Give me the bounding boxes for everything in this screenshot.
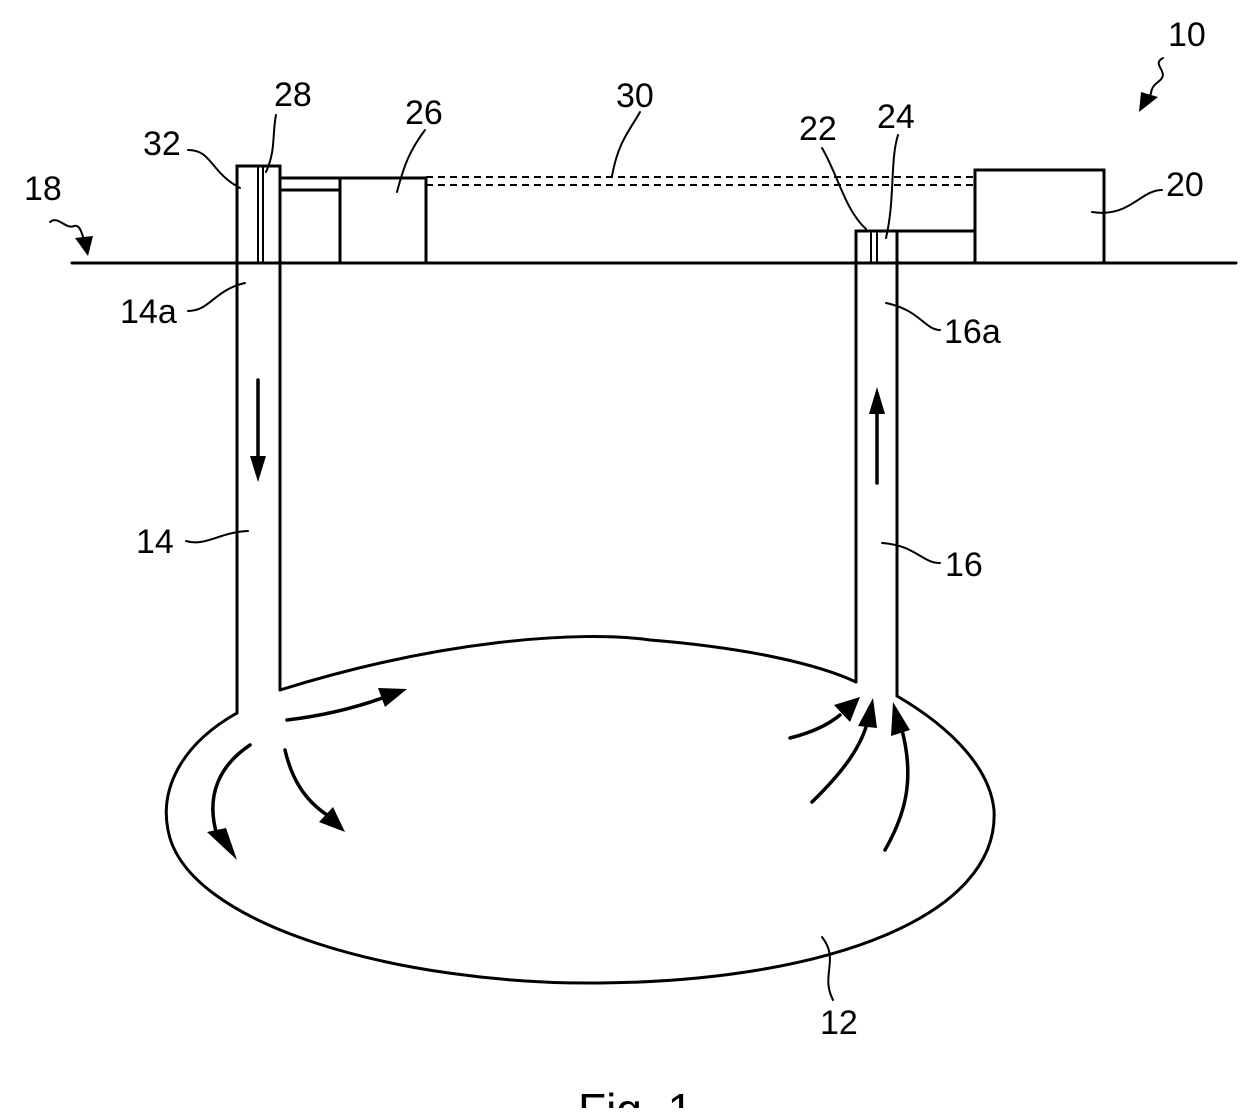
label-16: 16 [945, 546, 983, 584]
leader-12 [822, 937, 833, 1000]
outflow-arrow-down-right-curve [285, 750, 327, 815]
unit-26-box [340, 178, 426, 263]
label-12: 12 [820, 1004, 858, 1042]
label-22: 22 [799, 110, 837, 148]
inflow-arrow-right-head [891, 702, 910, 736]
label-24: 24 [877, 98, 915, 136]
connector-24-20 [897, 231, 975, 263]
outflow-arrow-down-left-curve [213, 745, 250, 835]
leader-30 [612, 112, 640, 176]
reservoir-top-edge [280, 637, 856, 690]
leader-28 [266, 115, 276, 172]
outflow-arrow-down-left-head [207, 828, 237, 860]
label-32: 32 [143, 125, 181, 163]
label-16a: 16a [944, 313, 1001, 351]
label-14: 14 [136, 523, 174, 561]
leader-24 [886, 135, 898, 238]
injection-flow-arrow-head [250, 456, 266, 482]
label-26: 26 [405, 94, 443, 132]
outflow-arrow-right-curve [287, 697, 385, 720]
label-18: 18 [24, 170, 62, 208]
label-30: 30 [616, 77, 654, 115]
pointer-10-squiggle [1150, 58, 1163, 96]
unit-20-box [975, 170, 1104, 263]
pointer-10-head [1139, 92, 1158, 112]
leader-16 [882, 543, 940, 563]
pointer-18-head [75, 236, 93, 256]
inflow-arrow-right-curve [885, 730, 908, 850]
label-14a: 14a [120, 293, 177, 331]
inflow-arrow-left-curve [790, 715, 840, 738]
label-20: 20 [1166, 166, 1204, 204]
leader-22 [822, 148, 866, 229]
outflow-arrow-right-head [378, 688, 407, 707]
label-28: 28 [274, 76, 312, 114]
leader-16a [886, 303, 940, 330]
reservoir-outline [166, 696, 994, 983]
production-flow-arrow-head [869, 387, 885, 414]
figure-caption: Fig. 1 [578, 1084, 693, 1108]
label-10: 10 [1168, 16, 1206, 54]
inflow-arrow-middle-curve [812, 720, 868, 802]
inflow-arrow-middle-head [858, 698, 877, 728]
leader-32 [188, 150, 240, 188]
pointer-18-squiggle [50, 220, 84, 240]
leader-14 [186, 531, 248, 542]
